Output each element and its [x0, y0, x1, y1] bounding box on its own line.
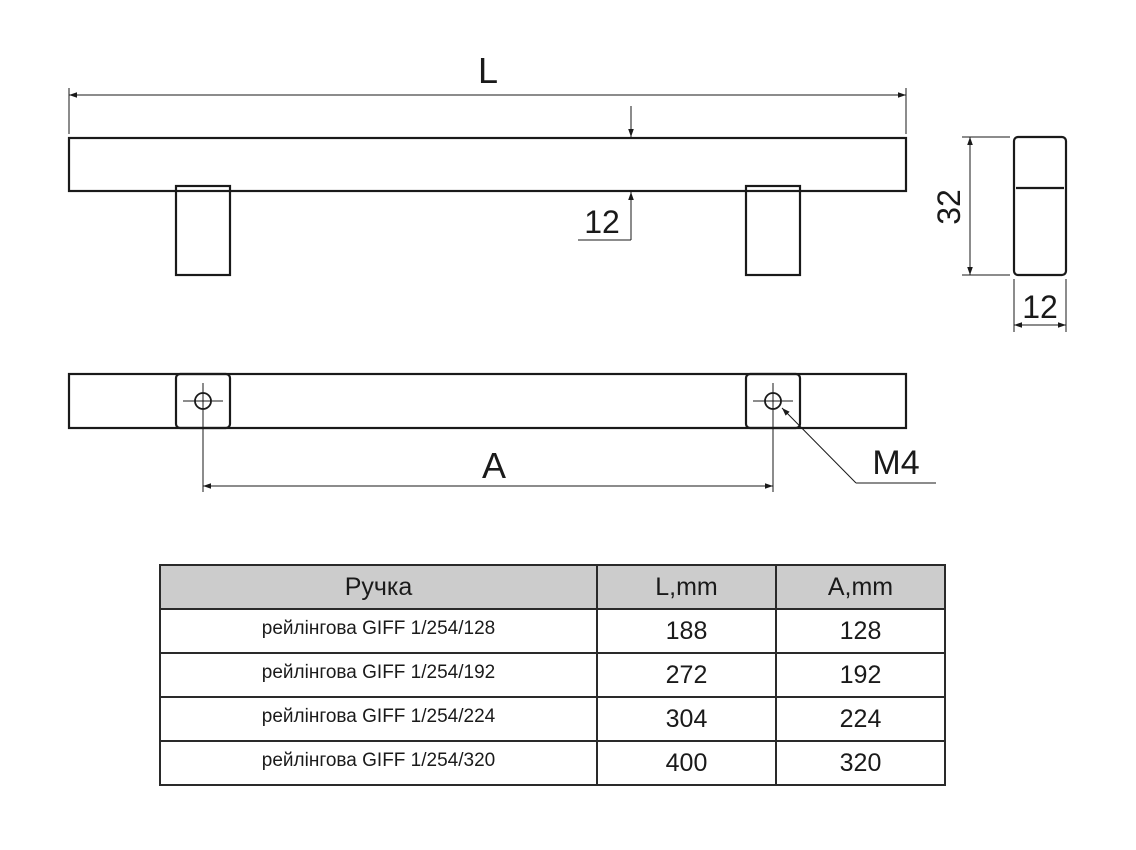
header-spacing: A,mm: [775, 564, 946, 610]
front-view: [67, 88, 908, 277]
row-spacing: 128: [775, 608, 946, 654]
length-label: L: [478, 50, 498, 91]
header-handle: Ручка: [159, 564, 598, 610]
table-row: рейлінгова GIFF 1/254/192 272 192: [159, 652, 946, 698]
row-length: 272: [596, 652, 777, 698]
specification-table: Ручка L,mm A,mm рейлінгова GIFF 1/254/12…: [159, 564, 946, 786]
left-leg: [174, 184, 232, 277]
bottom-bar: [67, 372, 908, 430]
row-spacing: 224: [775, 696, 946, 742]
side-view: [962, 135, 1068, 332]
row-spacing: 192: [775, 652, 946, 698]
bottom-view: [67, 372, 936, 492]
row-length: 400: [596, 740, 777, 786]
thread-label: M4: [872, 444, 919, 482]
header-length: L,mm: [596, 564, 777, 610]
row-name: рейлінгова GIFF 1/254/192: [159, 652, 598, 698]
bar-thickness-label: 12: [584, 204, 620, 240]
table-header-row: Ручка L,mm A,mm: [159, 564, 946, 610]
row-length: 304: [596, 696, 777, 742]
row-name: рейлінгова GIFF 1/254/320: [159, 740, 598, 786]
table-row: рейлінгова GIFF 1/254/320 400 320: [159, 740, 946, 786]
row-length: 188: [596, 608, 777, 654]
side-profile: [1012, 135, 1068, 277]
technical-drawing: L 12 32 12 A M4: [67, 50, 1068, 492]
right-leg: [744, 184, 802, 277]
row-name: рейлінгова GIFF 1/254/224: [159, 696, 598, 742]
row-spacing: 320: [775, 740, 946, 786]
thread-leader: [781, 407, 857, 484]
table-row: рейлінгова GIFF 1/254/224 304 224: [159, 696, 946, 742]
spacing-label: A: [482, 445, 506, 486]
handle-bar: [67, 136, 908, 193]
row-name: рейлінгова GIFF 1/254/128: [159, 608, 598, 654]
width-label: 12: [1022, 289, 1058, 325]
height-label: 32: [931, 189, 967, 225]
table-row: рейлінгова GIFF 1/254/128 188 128: [159, 608, 946, 654]
